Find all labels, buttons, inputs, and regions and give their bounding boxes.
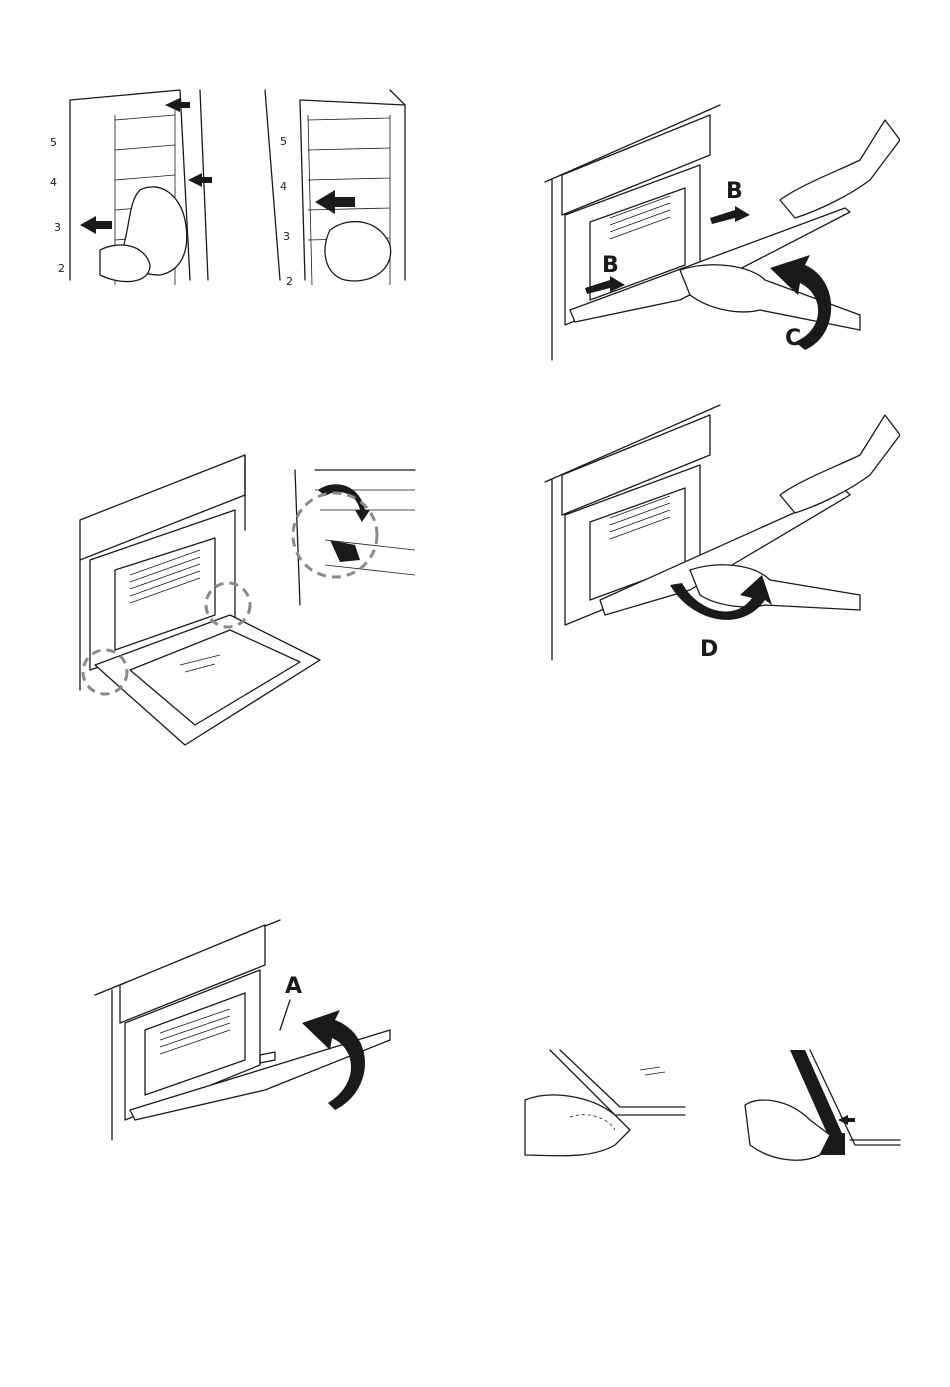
hand-icon xyxy=(690,565,860,610)
figure-door-lift: A xyxy=(90,915,410,1160)
glass-right-panel xyxy=(745,1050,900,1160)
push-arrow-icon xyxy=(315,190,355,214)
level-number: 5 xyxy=(50,136,57,149)
figure-glass-panel xyxy=(520,1045,905,1175)
figure-door-tilt: B B C xyxy=(540,100,900,365)
hand-icon xyxy=(525,1095,630,1156)
glass-left-panel xyxy=(525,1050,685,1156)
hinge-highlight xyxy=(293,493,377,577)
hand-icon xyxy=(680,265,860,330)
hand-icon xyxy=(780,120,900,218)
level-number: 2 xyxy=(286,275,293,288)
level-number: 4 xyxy=(280,180,287,193)
rack-left-panel: 5 4 3 2 xyxy=(50,90,212,285)
level-number: 3 xyxy=(283,230,290,243)
hand-icon xyxy=(325,222,391,281)
figure-rack-removal: 5 4 3 2 5 4 3 2 xyxy=(50,80,410,290)
figure-door-rotate: D xyxy=(540,400,900,665)
label-d: D xyxy=(700,637,718,662)
push-arrow-icon xyxy=(188,173,212,187)
level-number: 3 xyxy=(54,221,61,234)
level-number: 2 xyxy=(58,262,65,275)
level-number: 4 xyxy=(50,176,57,189)
label-a: A xyxy=(285,974,302,999)
hinge-detail xyxy=(293,470,415,605)
push-arrow-icon xyxy=(165,98,190,112)
label-c: C xyxy=(785,326,801,351)
push-arrow-icon xyxy=(80,216,112,234)
rack-right-panel: 5 4 3 2 xyxy=(265,90,405,288)
figure-door-hinges xyxy=(70,450,420,750)
label-b-top: B xyxy=(726,179,743,204)
push-arrow-icon xyxy=(838,1115,855,1125)
slide-arrow-icon xyxy=(710,206,750,224)
label-b-bottom: B xyxy=(602,253,619,278)
level-number: 5 xyxy=(280,135,287,148)
